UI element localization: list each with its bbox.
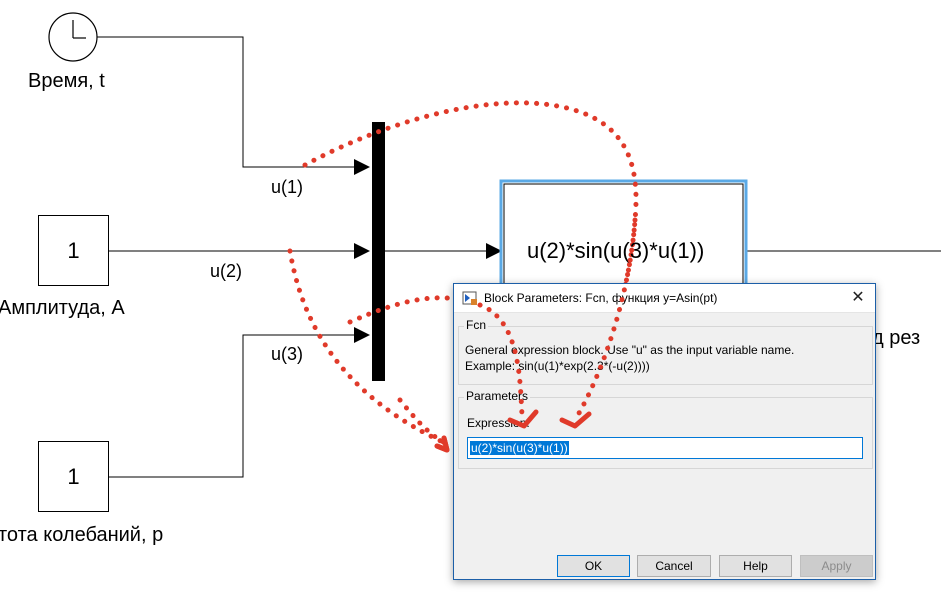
frequency-block[interactable]: 1: [38, 441, 109, 512]
amplitude-label: Амплитуда, A: [0, 297, 125, 319]
simulink-app-icon: [462, 291, 477, 305]
mux-block[interactable]: [372, 122, 385, 381]
ok-button[interactable]: OK: [557, 555, 630, 577]
arrow-u2: [354, 243, 370, 259]
signal-label-u3: u(3): [271, 344, 304, 364]
cancel-button[interactable]: Cancel: [637, 555, 711, 577]
clock-block[interactable]: [48, 12, 98, 62]
amplitude-block-value: 1: [67, 237, 80, 263]
arrow-u1: [354, 159, 370, 175]
dialog-title: Block Parameters: Fcn, функция y=Asin(pt…: [484, 291, 718, 305]
description-line-1: General expression block. Use "u" as the…: [465, 343, 795, 357]
description-line-2: Example: sin(u(1)*exp(2.3*(-u(2)))): [465, 359, 650, 373]
wire-freq-to-mux: [109, 334, 356, 478]
apply-button[interactable]: Apply: [800, 555, 873, 577]
parameters-group-box: [458, 397, 873, 469]
clock-label: Время, t: [28, 70, 105, 92]
fcn-group-title: Fcn: [464, 318, 489, 332]
arrow-fcn-in: [486, 243, 502, 259]
frequency-block-value: 1: [67, 463, 80, 489]
dialog-titlebar[interactable]: Block Parameters: Fcn, функция y=Asin(pt…: [454, 284, 875, 313]
output-label: д рез: [872, 327, 921, 349]
expression-selected-text: u(2)*sin(u(3)*u(1)): [470, 441, 569, 455]
arrowheads: [354, 159, 502, 343]
frequency-label: тота колебаний, p: [0, 524, 164, 546]
signal-label-u2: u(2): [210, 261, 243, 281]
amplitude-block[interactable]: 1: [38, 215, 109, 286]
wires: [97, 36, 941, 478]
help-button[interactable]: Help: [719, 555, 792, 577]
expression-label: Expression:: [467, 416, 530, 430]
annotation-u2-path: [287, 248, 448, 446]
expression-input[interactable]: u(2)*sin(u(3)*u(1)): [467, 437, 863, 459]
fcn-group-box: [458, 326, 873, 385]
close-icon[interactable]: ✕: [851, 289, 865, 306]
wire-clock-to-mux: [97, 36, 356, 168]
signal-label-u1: u(1): [271, 177, 304, 197]
fcn-block-expression[interactable]: u(2)*sin(u(3)*u(1)): [527, 238, 705, 263]
parameters-group-title: Parameters: [464, 389, 531, 403]
arrow-u3: [354, 327, 370, 343]
